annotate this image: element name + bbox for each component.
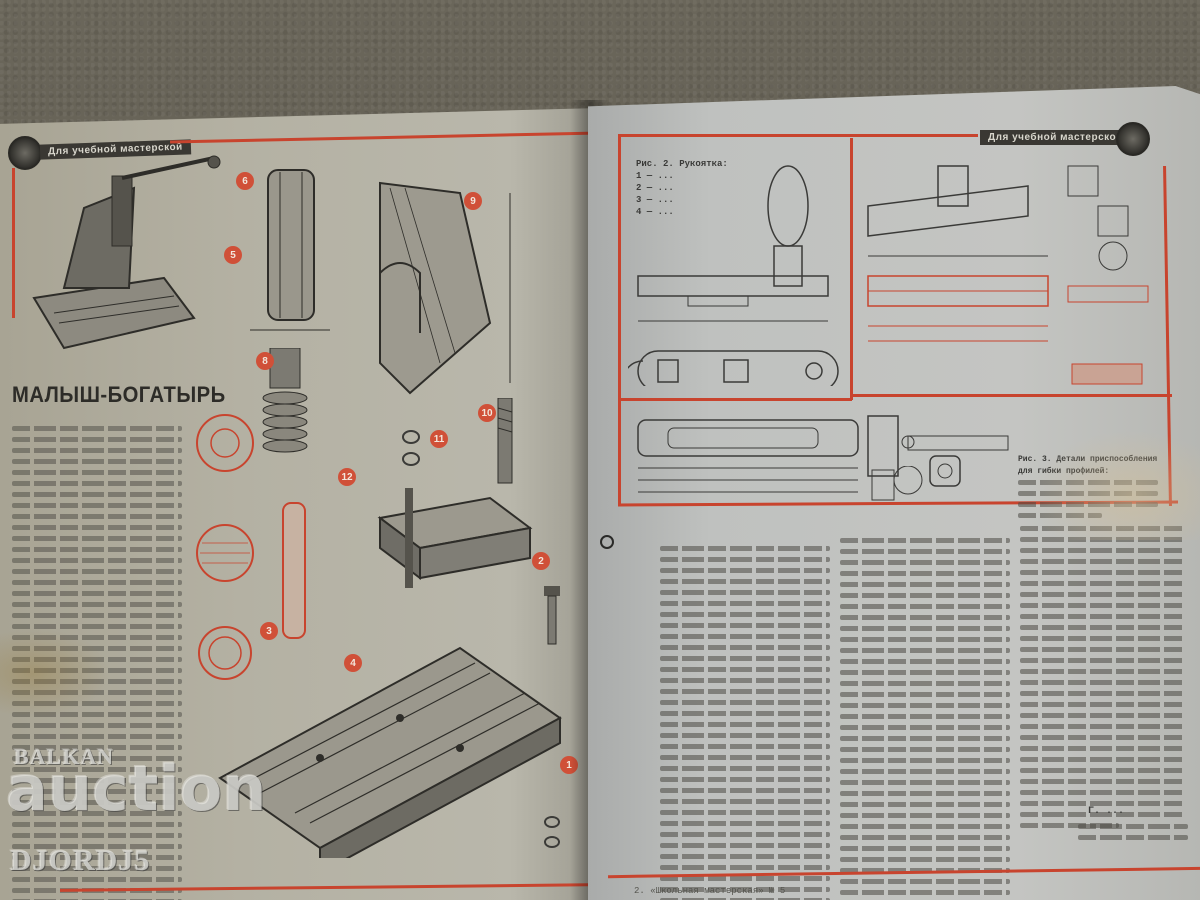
clamp-block-drawing (377, 488, 533, 588)
punch-hole (600, 535, 614, 549)
part-number-10: 10 (478, 404, 496, 422)
author-affiliation (1078, 824, 1188, 846)
part-number-8: 8 (256, 352, 274, 370)
base-plate-drawing (218, 646, 562, 858)
part-number-1: 1 (560, 756, 578, 774)
watermark-line-3: DJORDJ5 (10, 844, 151, 877)
part-number-5: 5 (224, 246, 242, 264)
slot-nut-drawing (929, 455, 961, 487)
article-text-column-left (12, 426, 182, 900)
washer-icon (544, 816, 560, 828)
part-number-2: 2 (532, 552, 550, 570)
part-number-9: 9 (464, 192, 482, 210)
stain (0, 628, 110, 718)
bar-drawing (637, 419, 859, 493)
left-page: Для учебной мастерской (0, 108, 600, 900)
bracket-drawing (871, 466, 923, 501)
header-ribbon-right: Для учебной мастерской (980, 130, 1131, 145)
emblem-icon (1116, 122, 1150, 156)
handle-drawing (628, 165, 839, 386)
frame-divider-horizontal-2 (852, 394, 1172, 397)
sleeve-drawing (250, 169, 330, 331)
part-number-3: 3 (260, 622, 278, 640)
article-title: МАЛЫШ-БОГАТЫРЬ (12, 382, 226, 407)
bolt-drawing-2 (544, 586, 560, 645)
margin-rule-left (12, 168, 15, 318)
press-assembly-drawing (32, 155, 221, 350)
page-footer: 2. «Школьная мастерская» № 5 (634, 886, 786, 896)
frame-divider-vertical (850, 138, 853, 400)
bending-fixture-drawing (867, 165, 1149, 385)
stain (1030, 430, 1200, 540)
frame-top (618, 134, 978, 137)
screw-drawing (262, 348, 308, 453)
watermark-line-1: BALKAN (14, 744, 115, 769)
frame-left (618, 134, 621, 504)
part-number-12: 12 (338, 468, 356, 486)
bending-fixture-parts (867, 415, 1009, 477)
fig2-caption: Рис. 2. Рукоятка: 1 — ... 2 — ... 3 — ..… (636, 159, 728, 217)
part-number-11: 11 (430, 430, 448, 448)
frame-divider-horizontal (618, 398, 852, 401)
part-number-6: 6 (236, 172, 254, 190)
right-page: Для учебной мастерской Рис. 2. Рукоятка:… (588, 86, 1200, 900)
frame-drawing (379, 181, 511, 395)
article-text-column-1 (660, 546, 830, 900)
washer-icon (402, 452, 420, 466)
section-views-red (196, 414, 254, 680)
author-signature: Г. ... (1088, 806, 1125, 817)
bolt-drawing (497, 398, 513, 484)
watermark-line-2: auction (6, 752, 267, 825)
washer-icon (544, 836, 560, 848)
emblem-icon (8, 136, 42, 170)
article-text-column-2 (840, 538, 1010, 900)
part-number-4: 4 (344, 654, 362, 672)
header-rule-left (170, 131, 600, 144)
shaft-drawing-red (282, 502, 306, 639)
article-text-column-3 (1020, 526, 1185, 834)
washer-icon (402, 430, 420, 444)
